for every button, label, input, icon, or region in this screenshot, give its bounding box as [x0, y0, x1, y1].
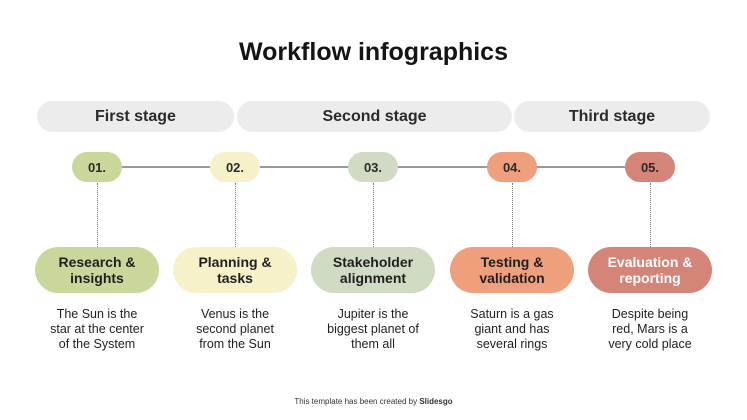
step-description-2: Venus is the second planet from the Sun	[196, 307, 274, 351]
step-label-2: Planning & tasks	[173, 247, 297, 293]
footer-brand-link[interactable]: Slidesgo	[419, 397, 453, 406]
step-connector-4	[512, 183, 513, 247]
step-connector-2	[235, 183, 236, 247]
step-connector-1	[97, 183, 98, 247]
page-title: Workflow infographics	[239, 38, 508, 66]
step-description-5: Despite being red, Mars is a very cold p…	[608, 307, 692, 351]
step-number-3: 03.	[348, 152, 398, 182]
footer-credit: This template has been created by Slides…	[0, 397, 747, 406]
step-number-5: 05.	[625, 152, 675, 182]
step-label-5: Evaluation & reporting	[588, 247, 712, 293]
step-connector-3	[373, 183, 374, 247]
step-label-4: Testing & validation	[450, 247, 574, 293]
step-description-1: The Sun is the star at the center of the…	[50, 307, 144, 351]
step-number-1: 01.	[72, 152, 122, 182]
stage-second: Second stage	[237, 101, 512, 132]
stage-first: First stage	[37, 101, 234, 132]
step-description-3: Jupiter is the biggest planet of them al…	[327, 307, 419, 351]
stage-third: Third stage	[514, 101, 710, 132]
step-label-1: Research & insights	[35, 247, 159, 293]
step-number-2: 02.	[210, 152, 260, 182]
step-connector-5	[650, 183, 651, 247]
step-number-4: 04.	[487, 152, 537, 182]
step-description-4: Saturn is a gas giant and has several ri…	[470, 307, 554, 351]
footer-prefix: This template has been created by	[294, 397, 420, 406]
step-label-3: Stakeholder alignment	[311, 247, 435, 293]
